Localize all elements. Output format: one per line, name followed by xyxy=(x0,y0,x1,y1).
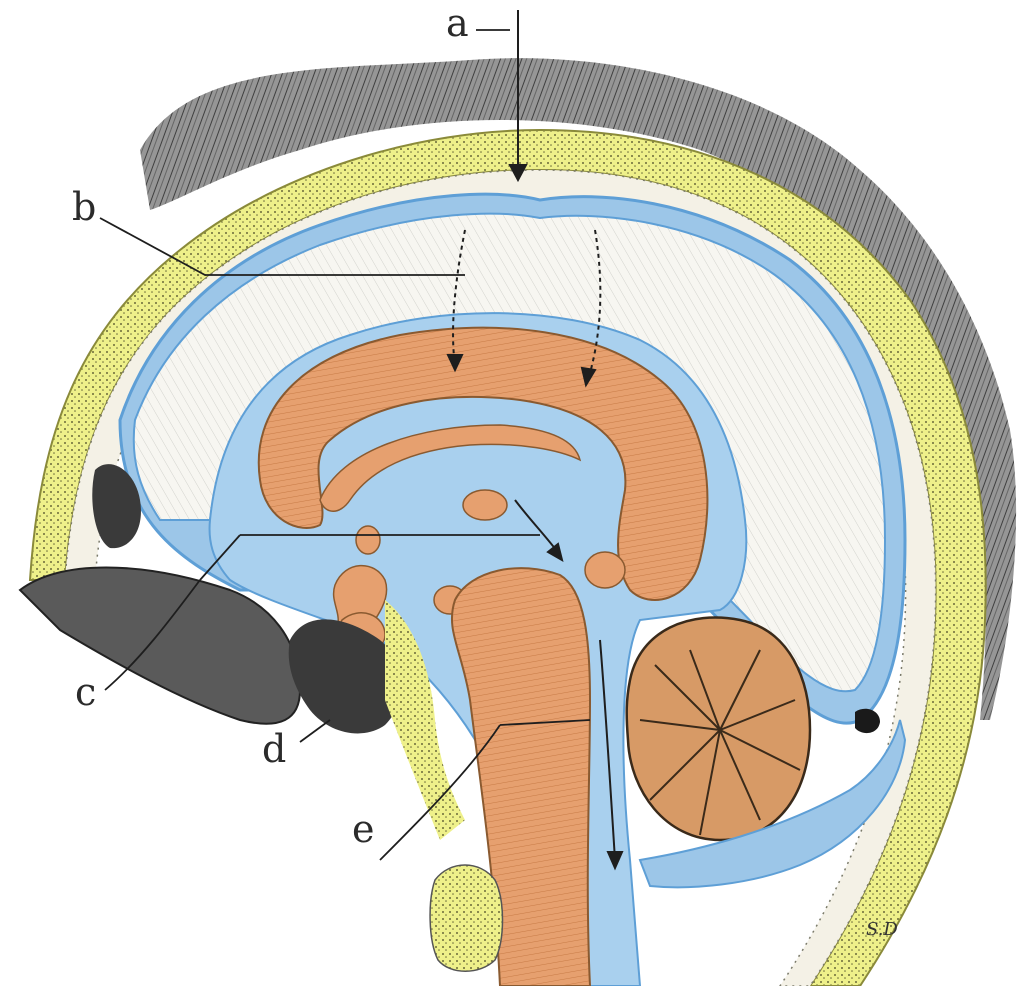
label-e: e xyxy=(352,807,375,851)
anterior-commissure xyxy=(356,526,380,554)
label-a: a xyxy=(446,1,469,45)
artist-signature: S.D xyxy=(866,919,898,940)
label-d: d xyxy=(262,727,286,771)
quadrigeminal-body xyxy=(585,552,625,588)
pineal-structure xyxy=(463,490,507,520)
label-c: c xyxy=(75,670,96,714)
occipital-sinus xyxy=(855,709,880,733)
vertebra xyxy=(430,865,502,971)
label-b: b xyxy=(72,185,96,229)
